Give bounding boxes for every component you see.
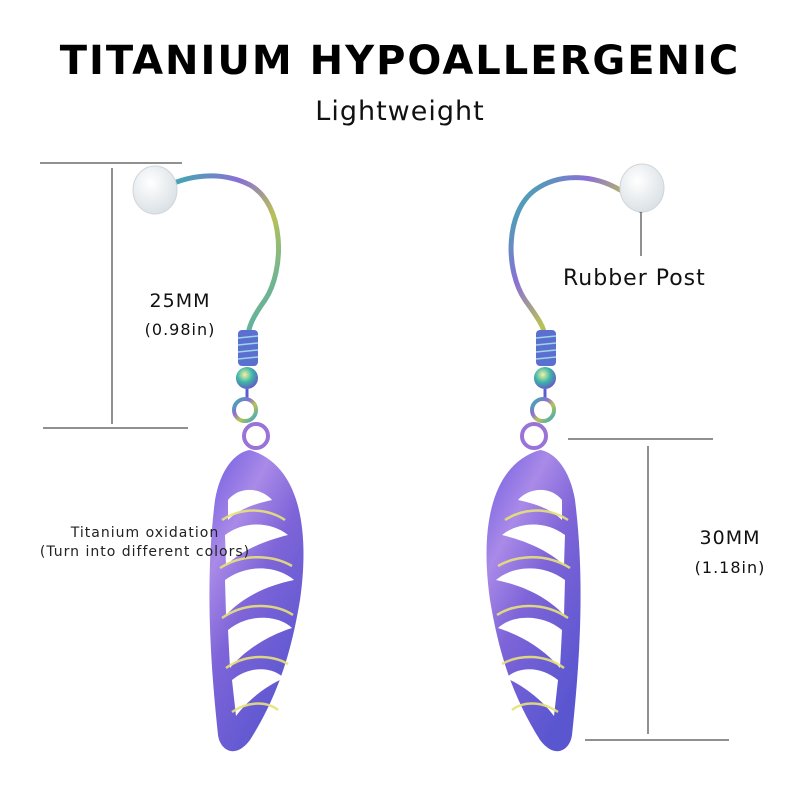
hook-length-imperial: (0.98in) [144, 320, 216, 339]
oxidation-label-line2: (Turn into different colors) [39, 544, 251, 560]
rubber-post-label: Rubber Post [563, 266, 706, 291]
product-subtitle: Lightweight [315, 96, 485, 127]
left-earring-image [132, 165, 304, 752]
rubber-post-pointer [638, 207, 644, 256]
rubber-post-icon [619, 163, 665, 213]
hook-length-metric: 25MM [149, 290, 211, 312]
right-earring-image [486, 163, 665, 752]
pendant-length-metric: 30MM [699, 527, 761, 549]
product-title: TITANIUM HYPOALLERGENIC [59, 38, 741, 84]
oxidation-label-line1: Titanium oxidation [70, 525, 220, 541]
pendant-length-imperial: (1.18in) [694, 558, 766, 577]
rubber-post-icon [132, 165, 178, 215]
pendant-dimension-lines [568, 438, 729, 741]
hook-dimension-lines [40, 162, 188, 429]
